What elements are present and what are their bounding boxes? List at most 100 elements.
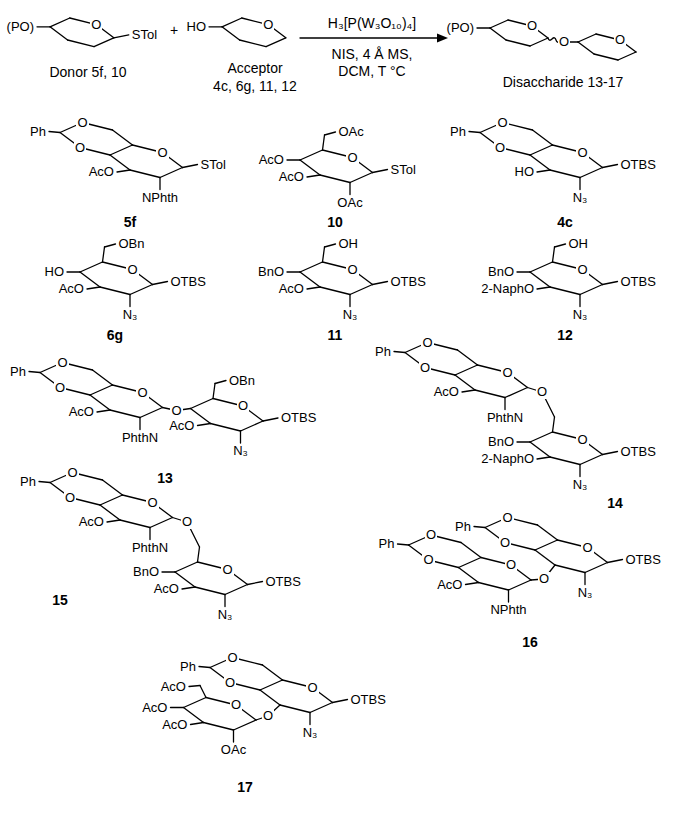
atom-label: 2-NaphO [480,452,535,466]
bond-line [505,388,528,398]
bond-line [350,173,373,183]
atom-label: PhthN [131,541,169,555]
atom-label: (PO) [6,20,35,34]
bond-line [120,520,150,528]
bond-line [474,527,485,528]
atom-label: OTBS [625,553,662,567]
atom-label: O [501,366,513,380]
atom-label: O [262,709,274,723]
scheme-text: Disaccharide 13-17 [502,74,625,90]
bond-line [140,408,163,418]
atom-label: O [421,336,433,350]
bond-line [530,145,553,155]
atom-label: AcO [160,680,187,694]
compound-number: 4c [556,214,574,230]
bond-line [553,247,555,262]
bond-line [87,287,100,289]
bond-line [93,370,113,385]
bond-line [103,480,123,495]
compound-number: 11 [327,327,344,343]
bond-line [578,34,596,42]
atom-label: O [494,141,506,155]
atom-label: OTBS [265,575,302,589]
atom-label: O [146,496,158,510]
atom-label: O [74,141,86,155]
atom-label: OTBS [350,693,387,707]
bond-line [110,410,140,418]
atom-label: O [499,536,511,550]
atom-label: BnO [487,265,515,279]
compound-number: 6g [106,327,124,343]
atom-label: OTBS [170,275,207,289]
bond-line [68,40,94,47]
bond-line [455,365,478,375]
atom-label: O [614,33,626,47]
bond-line [537,287,550,289]
atom-label: Ph [19,475,37,489]
atom-label: N₃ [217,608,234,622]
bond-line [394,352,405,353]
atom-label: O [170,404,182,418]
atom-label: OH [338,237,360,251]
bond-line [469,132,480,133]
atom-label: O [505,558,517,572]
bond-line [50,27,68,40]
bond-line [211,424,241,432]
atom-label: O [156,146,168,160]
bond-line [579,295,580,307]
scheme-text: Acceptor [226,60,283,76]
atom-label: BnO [487,435,515,449]
bond-line [90,385,113,395]
bond-line [50,18,70,27]
atom-label: AcO [68,405,95,419]
compound-number: 5f [123,214,137,230]
bond-line [603,282,618,285]
atom-label: 2-NaphO [480,282,535,296]
atom-label: Ph [449,125,467,139]
bond-line [162,571,175,572]
atom-label: AcO [278,170,305,184]
atom-label: NPhth [489,603,527,617]
bond-line [462,390,475,392]
bond-line [490,28,506,40]
bond-line [517,441,530,442]
bond-line [94,38,114,47]
atom-label: Ph [9,365,27,379]
atom-label: N₃ [302,726,319,740]
atom-label: N₃ [342,308,359,322]
bond-line [184,698,207,708]
atom-label: OTBS [620,445,657,459]
bond-line [153,282,168,285]
bond-line [300,150,323,160]
bond-line [307,287,320,289]
bond-line [550,457,580,465]
bond-line [39,482,50,483]
atom-label: AcO [88,165,115,179]
bond-line [479,583,509,591]
bond-line [29,372,40,373]
bond-line [107,520,120,522]
bond-line [517,271,530,272]
atom-label: O [90,18,102,32]
atom-label: PhthN [121,431,159,445]
bond-line [603,165,618,168]
bond-line [149,528,150,540]
bond-line [608,560,623,563]
bond-line [320,287,350,295]
compound-number: 16 [521,634,539,650]
scheme-text: 4c, 6g, 11, 12 [212,78,298,94]
bond-line [191,723,204,725]
bond-line [538,525,558,540]
bond-line [580,285,603,295]
bond-line [398,544,409,545]
bond-line [603,452,618,455]
bond-line [171,707,184,708]
bond-line [198,547,200,562]
atom-label: O [558,35,570,49]
bond-line [373,170,388,173]
bond-line [580,455,603,465]
atom-label: N₃ [572,191,589,205]
bond-line [475,390,505,398]
